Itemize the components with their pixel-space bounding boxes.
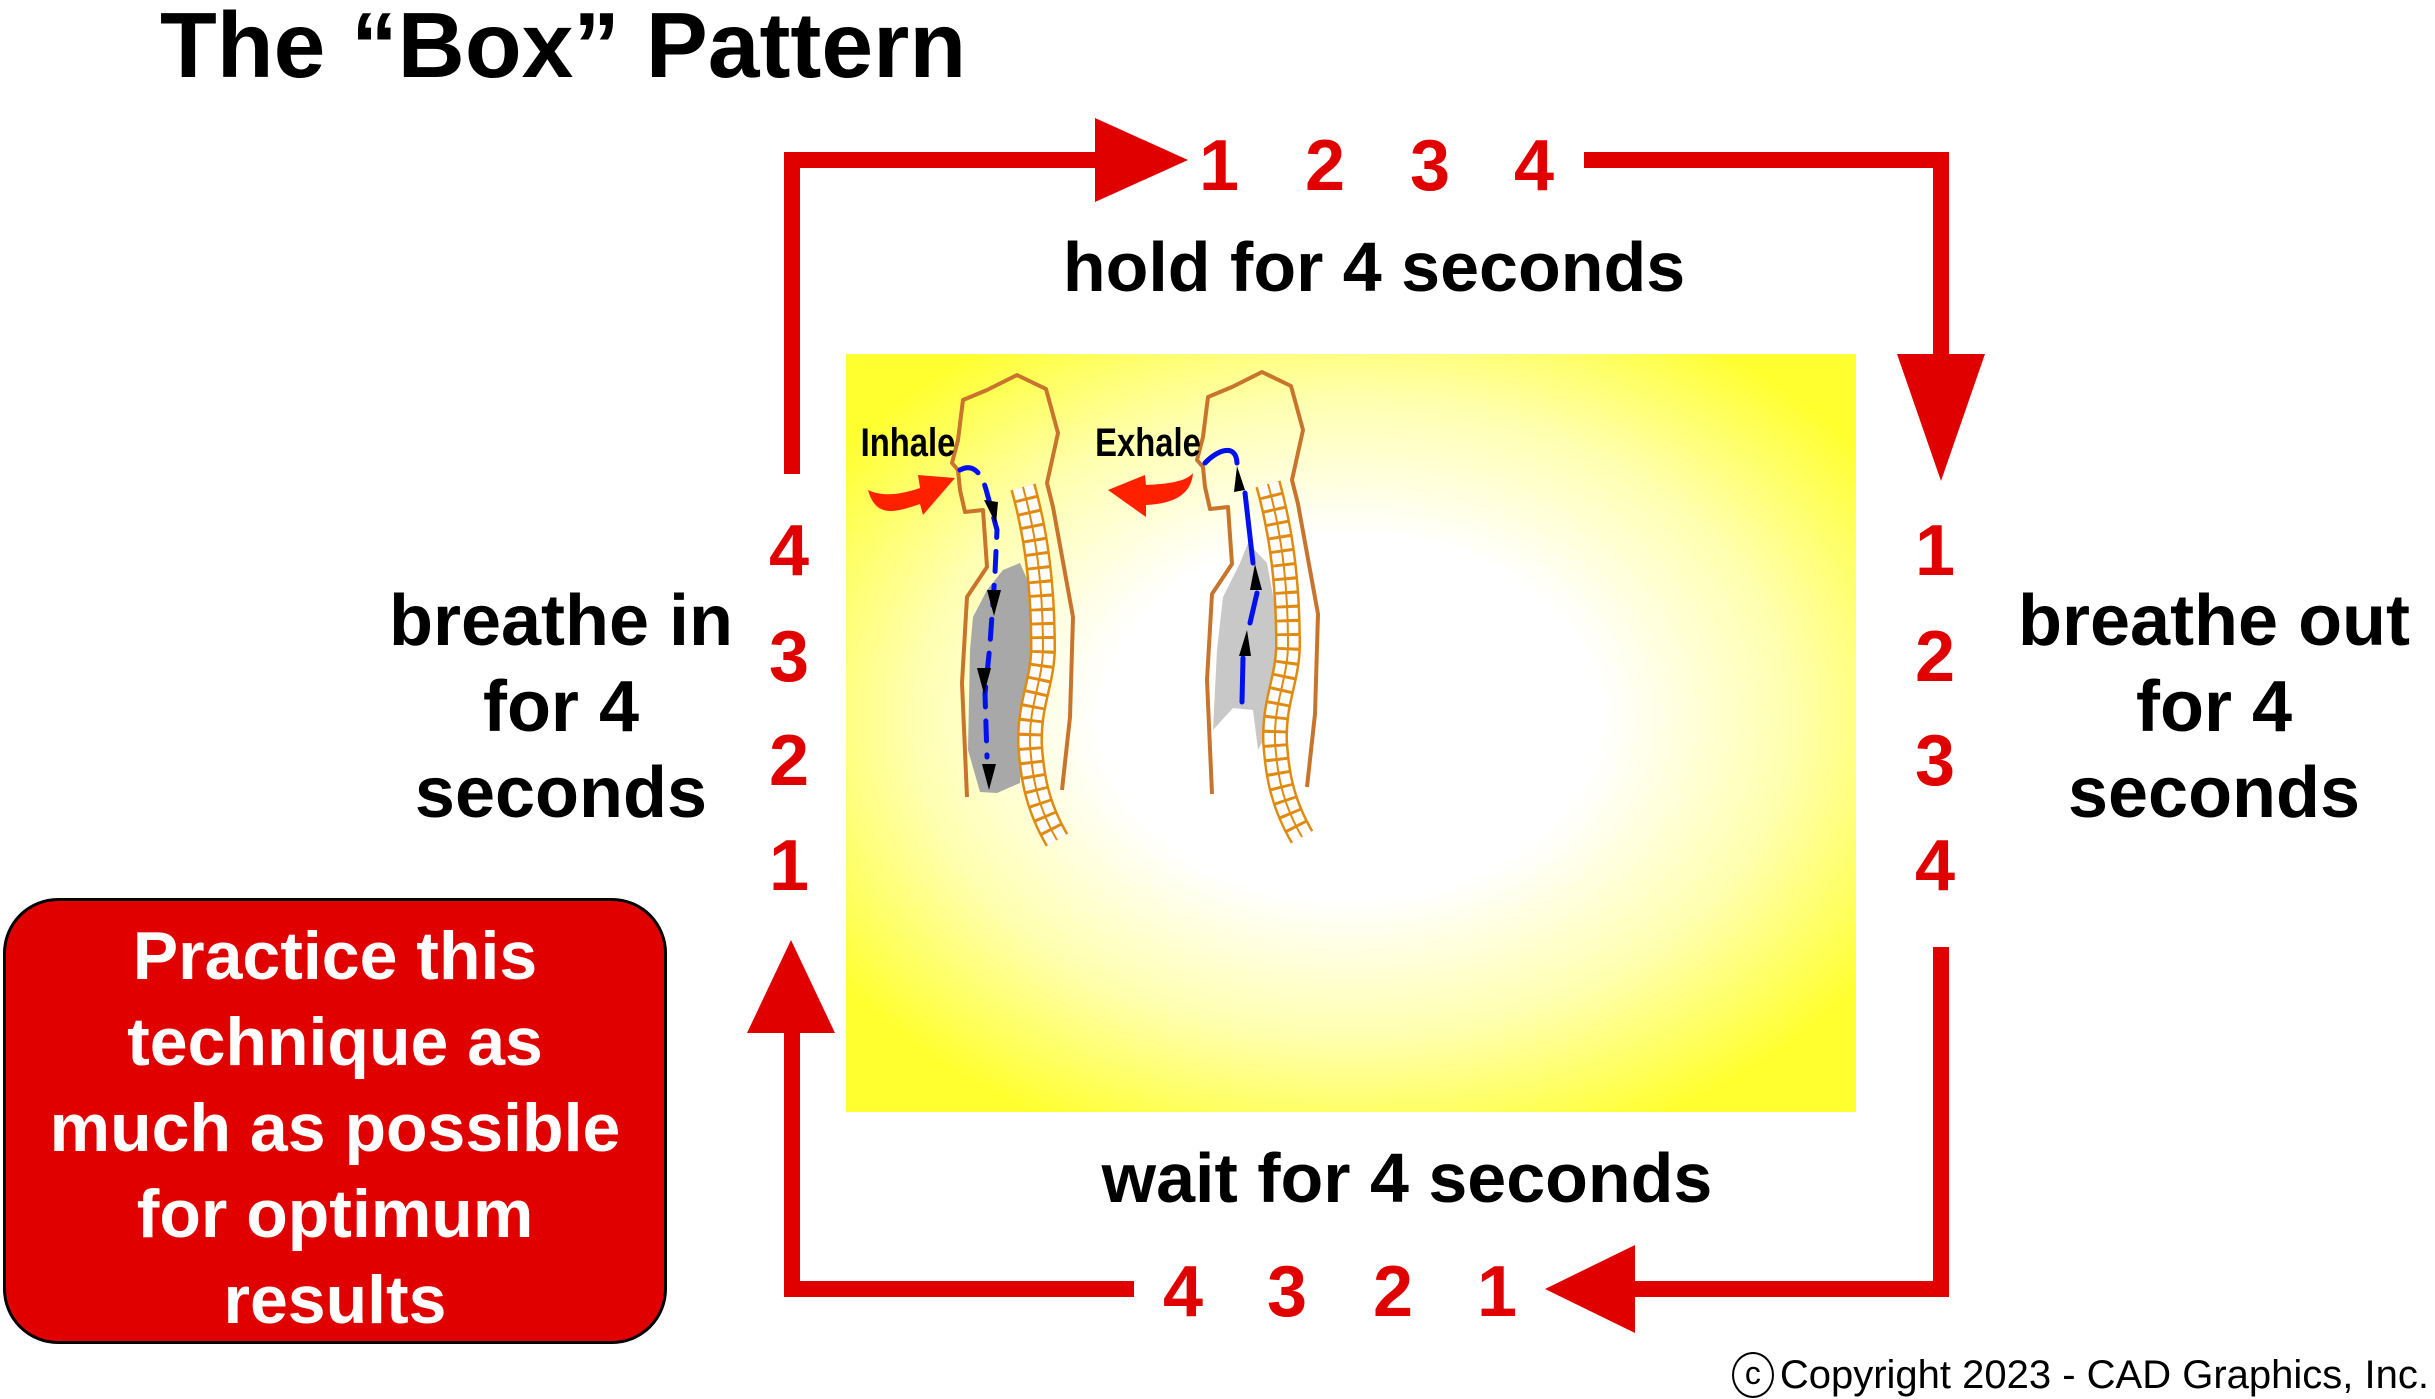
arrow-top-left-segment — [784, 152, 1100, 474]
breathe-in-line: for 4 — [482, 667, 640, 747]
airflow-up-arrows-icon — [1234, 466, 1262, 656]
breathe-in-line: seconds — [414, 753, 708, 833]
inhale-label: Inhale — [861, 420, 956, 465]
arrow-bottom-right-segment — [1630, 947, 1949, 1297]
bottom-count-4: 4 — [1162, 1252, 1204, 1332]
airflow-down-arrows-icon — [977, 500, 1001, 790]
breathe-in-label: breathe in for 4 seconds — [389, 578, 733, 836]
arrowhead-down-icon — [1897, 354, 1985, 481]
left-count-2: 2 — [768, 721, 810, 801]
exhale-airway — [1202, 448, 1260, 705]
inhale-airway — [957, 465, 1000, 760]
copyright-symbol-icon: c — [1731, 1352, 1774, 1398]
copyright-text: Copyright 2023 - CAD Graphics, Inc. — [1779, 1352, 2429, 1397]
breathe-out-line: seconds — [2067, 753, 2361, 833]
breathe-out-line: breathe out — [2017, 581, 2411, 661]
exhale-figure: Exhale — [1095, 372, 1318, 837]
practice-callout: Practice this technique as much as possi… — [3, 898, 667, 1344]
practice-line: results — [223, 1262, 447, 1338]
practice-line: much as possible — [49, 1090, 621, 1166]
top-count-1: 1 — [1198, 126, 1240, 206]
practice-line: Practice this — [132, 918, 538, 994]
practice-line: for optimum — [136, 1176, 534, 1252]
page-title: The “Box” Pattern — [160, 0, 967, 97]
bottom-count-3: 3 — [1266, 1252, 1308, 1332]
breathe-in-line: breathe in — [388, 581, 734, 661]
arrowhead-up-icon — [747, 940, 835, 1033]
inhale-arrow-icon — [868, 475, 955, 515]
top-count-2: 2 — [1304, 126, 1346, 206]
right-count-3: 3 — [1914, 721, 1956, 801]
top-count-4: 4 — [1513, 126, 1555, 206]
exhale-label: Exhale — [1095, 420, 1201, 465]
bottom-count-1: 1 — [1476, 1252, 1518, 1332]
top-count-3: 3 — [1409, 126, 1451, 206]
practice-line: technique as — [127, 1004, 543, 1080]
right-count-4: 4 — [1914, 826, 1956, 906]
breathing-illustration: Inhale Exhale — [846, 354, 1856, 1112]
copyright-notice: c Copyright 2023 - CAD Graphics, Inc. — [1731, 1352, 2429, 1398]
left-count-4: 4 — [768, 511, 810, 591]
left-count-1: 1 — [768, 826, 810, 906]
breathe-out-line: for 4 — [2135, 667, 2293, 747]
arrowhead-right-icon — [1095, 118, 1188, 202]
arrow-bottom-left-segment — [784, 1025, 1134, 1297]
left-count-3: 3 — [768, 617, 810, 697]
breathe-out-label: breathe out for 4 seconds — [2018, 578, 2410, 836]
inhale-figure: Inhale — [861, 375, 1073, 840]
wait-label: wait for 4 seconds — [1101, 1139, 1713, 1217]
right-count-2: 2 — [1914, 617, 1956, 697]
right-count-1: 1 — [1914, 511, 1956, 591]
arrowhead-left-icon — [1545, 1245, 1635, 1333]
arrow-top-right-segment — [1584, 152, 1949, 360]
hold-label: hold for 4 seconds — [1062, 228, 1686, 306]
exhale-arrow-icon — [1108, 473, 1193, 517]
bottom-count-2: 2 — [1372, 1252, 1414, 1332]
